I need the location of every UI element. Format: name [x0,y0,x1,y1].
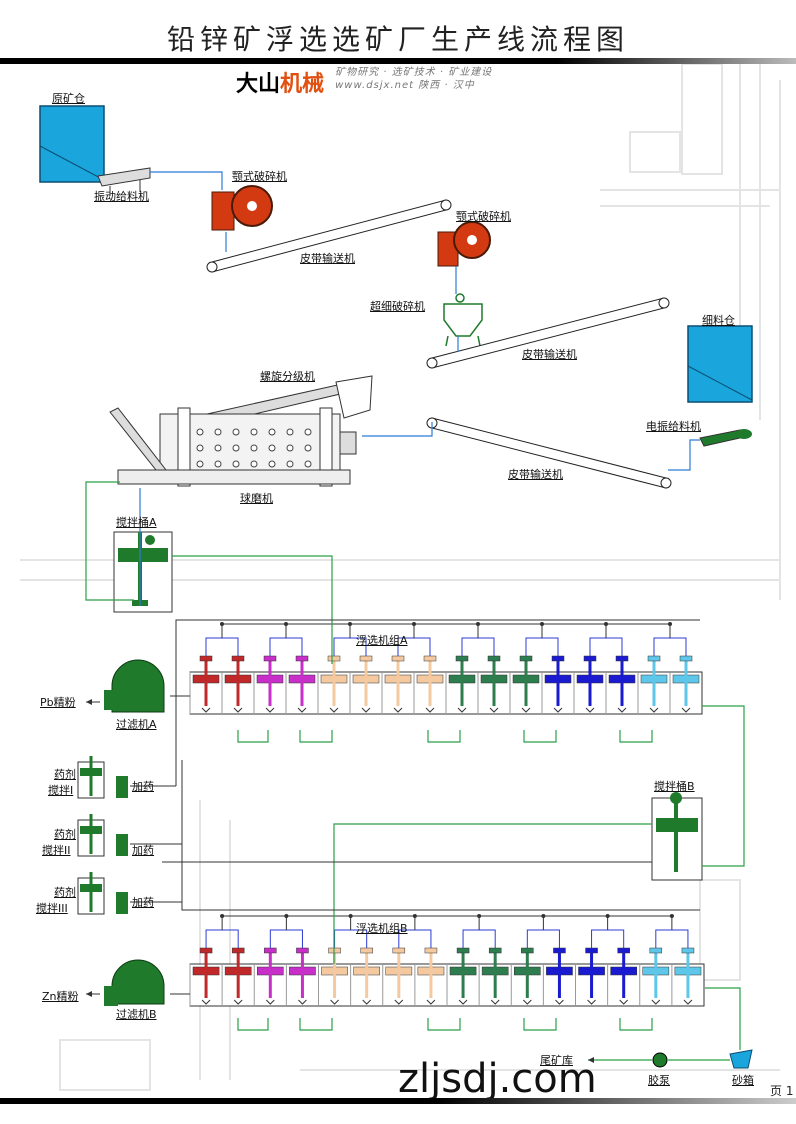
label-jaw-1: 颚式破碎机 [232,170,287,183]
flotation-bank-b [189,914,705,1007]
fine-bin [687,325,753,403]
label-sandbox: 砂箱 [732,1074,754,1087]
flotation-cell [445,655,476,714]
reagent-mixer-1 [77,756,128,799]
label-reagent-3a: 药剂 [54,886,76,899]
label-add-3: 加药 [132,896,154,909]
label-belt-1: 皮带输送机 [300,252,355,265]
label-reagent-1a: 药剂 [54,768,76,781]
watermark: zljsdj.com [398,1056,597,1102]
electric-vibrating-feeder [699,429,752,447]
flotation-cell [542,947,573,1006]
flotation-cell [669,655,700,714]
label-belt-3: 皮带输送机 [508,468,563,481]
flotation-cell [349,655,380,714]
flotation-cell [607,947,637,1006]
brand-tagline: 矿物研究 · 选矿技术 · 矿业建设 [335,67,493,78]
label-add-2: 加药 [132,844,154,857]
jaw-crusher-2 [437,221,491,267]
label-zn-concentrate: Zn精粉 [42,990,79,1003]
label-reagent-3b: 搅拌III [36,902,68,915]
label-jaw-2: 颚式破碎机 [456,210,511,223]
label-fine-crusher: 超细破碎机 [370,300,425,313]
reagent-mixer-2 [77,814,128,857]
label-reagent-2b: 搅拌II [42,844,71,857]
label-filter-b: 过滤机B [116,1008,157,1021]
filter-b [104,959,165,1006]
label-spiral: 螺旋分级机 [260,370,315,383]
label-tailings: 尾矿库 [540,1054,573,1067]
label-filter-a: 过滤机A [116,718,157,731]
label-pb-concentrate: Pb精粉 [40,696,76,709]
ball-mill [109,407,357,487]
flotation-cell [414,947,445,1006]
flotation-cell [253,655,284,714]
flotation-cell [285,655,316,714]
flotation-cell [605,655,636,714]
belt-conveyor-1 [206,199,452,273]
label-flotation-b: 浮选机组B [356,922,408,935]
flotation-cell [189,947,220,1006]
flotation-cell [509,655,540,714]
flotation-cell [446,947,477,1006]
flotation-cell [189,655,220,714]
flotation-cell [221,947,252,1006]
flotation-cell [639,947,670,1006]
mixing-tank-b [651,792,703,881]
vibrating-feeder [97,167,151,196]
page-number: 页 1 [770,1084,794,1098]
flotation-cell [478,947,509,1006]
page-title: 铅锌矿浮选选矿厂生产线流程图 [166,23,629,56]
label-elec-feeder: 电振给料机 [646,420,701,433]
background-decoration [20,60,781,1091]
top-rule [0,58,796,64]
label-add-1: 加药 [132,780,154,793]
flotation-cell [382,947,413,1006]
filter-a [104,659,165,713]
flotation-cell [317,655,348,714]
jaw-crusher-1 [211,185,273,231]
label-fine-bin: 细料仓 [702,314,735,327]
flotation-cell [253,947,284,1006]
flotation-cell [477,655,508,714]
label-ball-mill: 球磨机 [240,492,273,505]
flotation-cell [575,947,605,1006]
flotation-cell [413,655,444,714]
flotation-cell [221,655,252,714]
label-reagent-1b: 搅拌I [48,784,74,797]
reagent-mixer-3 [77,872,128,915]
brand-website: www.dsjx.net 陕西 · 汉中 [335,80,475,91]
flotation-cell [510,947,541,1006]
flotation-cell [573,655,604,714]
ultrafine-crusher [443,293,483,347]
belt-conveyor-2 [426,297,670,369]
label-reagent-2a: 药剂 [54,828,76,841]
label-tank-b: 搅拌桶B [654,780,695,793]
raw-ore-bin [39,105,105,183]
label-pump: 胶泵 [648,1074,670,1087]
bottom-rule [0,1098,796,1104]
flotation-cell [285,947,316,1006]
label-raw-bin: 原矿仓 [52,92,85,105]
label-flotation-a: 浮选机组A [356,634,408,647]
flotation-cell [671,947,702,1006]
belt-conveyor-3 [426,417,672,489]
mixing-tank-a [113,531,173,613]
label-belt-2: 皮带输送机 [522,348,577,361]
label-vib-feeder: 振动给料机 [94,190,149,203]
flotation-bank-a [189,622,703,715]
ore-flow-lines [139,171,700,606]
flotation-cell [541,655,572,714]
pump-icon [652,1052,668,1068]
sand-box [729,1049,753,1069]
label-tank-a: 搅拌桶A [116,516,157,529]
flotation-cell [350,947,380,1006]
flotation-cell [637,655,668,714]
slurry-flow-lines [85,481,745,1061]
